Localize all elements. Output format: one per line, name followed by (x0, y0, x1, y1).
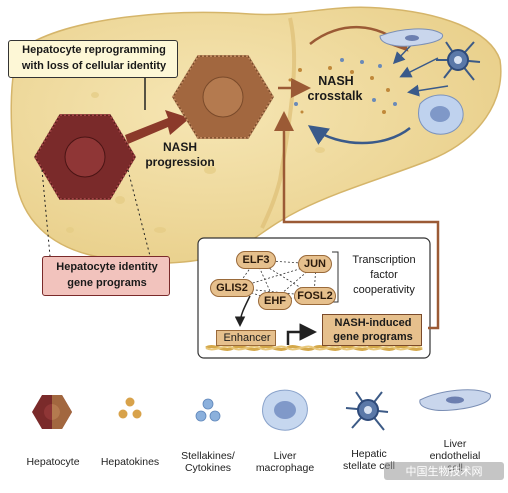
legend-endothelial-line1: Liver (443, 438, 467, 450)
legend-macrophage-icon (262, 389, 308, 431)
tf-bracket (332, 251, 339, 303)
legend-stellakines-line2: Cytokines (184, 462, 232, 474)
tf-cooperativity-line2: factor (370, 269, 398, 281)
nash-genes-line1: NASH-induced (334, 317, 412, 329)
identity-line1: Hepatocyte identity (56, 261, 158, 273)
stellate-cell-liver (436, 41, 481, 81)
legend-macrophage-line2: macrophage (255, 462, 315, 474)
light-hepatocyte (171, 55, 275, 139)
legend-hepatokines-label: Hepatokines (100, 456, 160, 468)
nash-progression-line1: NASH (162, 140, 197, 154)
nash-genes-box: NASH-induced gene programs (322, 314, 422, 346)
nash-crosstalk-line1: NASH (318, 74, 354, 88)
identity-line2: gene programs (67, 277, 147, 289)
legend-stellate-icon (345, 391, 389, 431)
legend-stellate-line1: Hepatic (351, 448, 387, 460)
tf-cooperativity-line3: cooperativity (353, 284, 415, 296)
legend-stellate-line2: stellate cell (343, 460, 395, 472)
feedback-arrow (274, 111, 440, 330)
tf-cooperativity-line1: Transcription (352, 254, 416, 266)
identity-box: Hepatocyte identity gene programs (42, 256, 170, 296)
reprogramming-line1: Hepatocyte reprogramming (22, 44, 166, 56)
legend-hepatocyte-icon (32, 395, 72, 429)
dna-strand-2 (205, 345, 423, 351)
nash-genes-line2: gene programs (333, 331, 413, 343)
legend-stellakines-icon (195, 398, 221, 422)
tf-glis2: GLIS2 (210, 279, 254, 297)
cytokine-dots (288, 58, 397, 114)
progression-arrow (125, 110, 190, 144)
legend-endothelial-icon (419, 389, 491, 411)
reprogramming-line2: with loss of cellular identity (21, 60, 167, 72)
endothelial-cell-liver (379, 28, 444, 47)
tf-fosl2: FOSL2 (294, 287, 336, 305)
nash-progression-line2: progression (145, 155, 215, 169)
tf-jun: JUN (298, 255, 332, 273)
enhancer-box: Enhancer (216, 330, 276, 346)
nash-crosstalk-line2: crosstalk (307, 89, 363, 103)
reprogramming-box: Hepatocyte reprogramming with loss of ce… (8, 40, 178, 78)
tf-elf3: ELF3 (236, 251, 276, 269)
legend-stellakines-line1: Stellakines/ (181, 450, 235, 462)
dark-hepatocyte (33, 114, 137, 200)
legend-hepatokines-icon (118, 397, 142, 419)
identity-dotted-left (41, 169, 51, 257)
watermark: 中国生物技术网 (384, 462, 504, 480)
enhancer-label: Enhancer (223, 332, 271, 344)
macrophage-liver (418, 94, 464, 135)
legend-endothelial-line2: endothelial (429, 450, 481, 462)
tf-ehf: EHF (258, 292, 292, 310)
legend-macrophage-line1: Liver (273, 450, 297, 462)
tss-arrow (286, 323, 317, 345)
legend-hepatocyte-label: Hepatocyte (26, 456, 80, 468)
crosstalk-loop-blue (307, 125, 411, 145)
tf-to-enhancer-arrow (234, 295, 251, 327)
